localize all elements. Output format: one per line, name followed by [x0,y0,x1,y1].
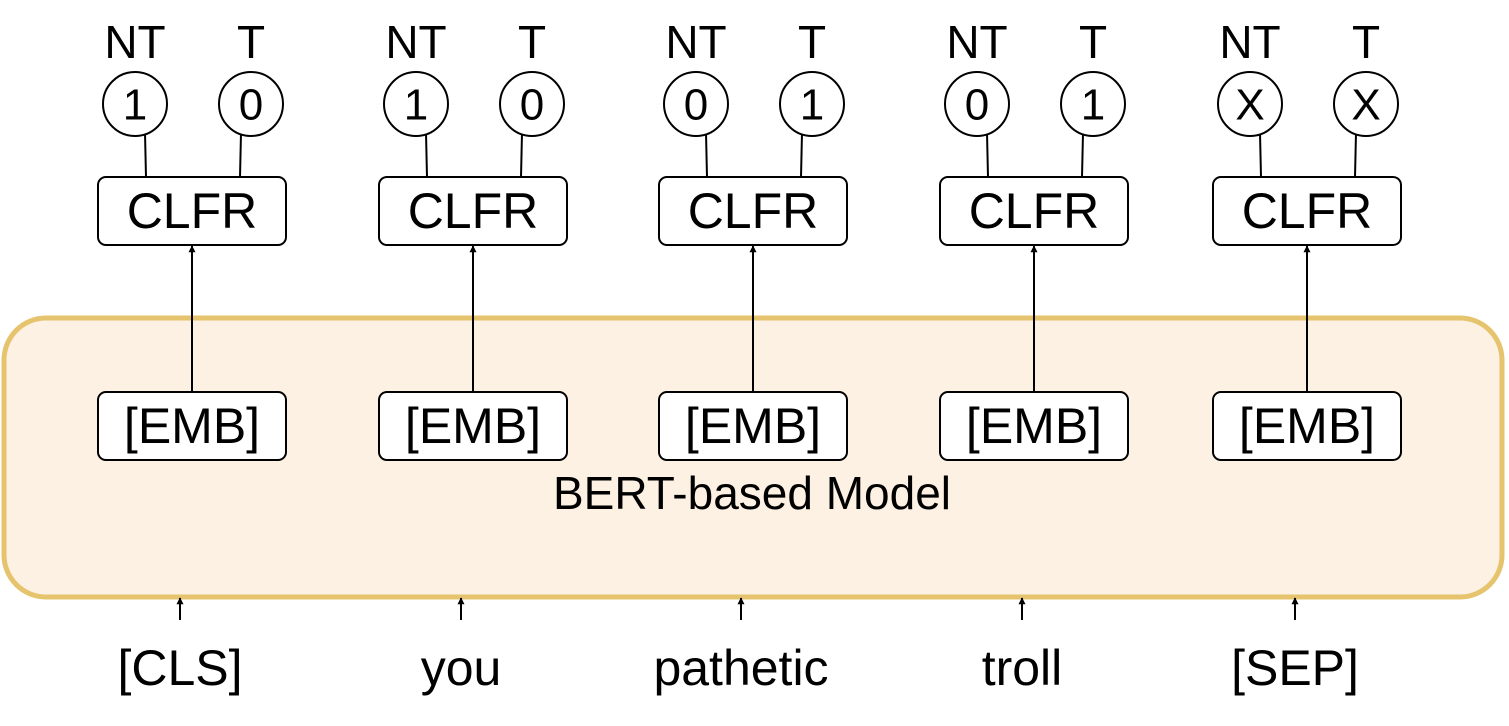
head-label-nt: NT [665,16,726,68]
head-label-nt: NT [104,16,165,68]
output-value: 1 [123,81,147,130]
model-label: BERT-based Model [553,467,951,519]
classifier-box [658,176,848,246]
output-circle [1060,71,1126,137]
classifier-to-output-line [800,132,803,178]
output-value: 1 [1081,81,1105,130]
output-value: 0 [965,81,989,130]
classifier-to-output-line [239,132,242,178]
output-circle [499,71,565,137]
input-token: you [421,640,502,696]
input-token: pathetic [653,640,828,696]
classifier-to-output-line [520,132,523,178]
output-circle [218,71,284,137]
classifier-label: CLFR [127,183,258,239]
output-circle [102,71,168,137]
classifier-to-output-line [1081,132,1084,178]
classifier-to-output-line [705,132,708,178]
head-label-t: T [518,16,546,68]
input-token: [SEP] [1231,640,1359,696]
head-label-nt: NT [1219,16,1280,68]
output-circle [944,71,1010,137]
classifier-label: CLFR [688,183,819,239]
embedding-label: [EMB] [966,398,1102,454]
input-token: troll [982,640,1063,696]
head-label-t: T [798,16,826,68]
token-columns: CLFR[EMB]1NT0T[CLS]CLFR[EMB]1NT0TyouCLFR… [97,16,1402,696]
head-label-nt: NT [946,16,1007,68]
head-label-t: T [1079,16,1107,68]
classifier-label: CLFR [969,183,1100,239]
head-label-nt: NT [385,16,446,68]
classifier-box [1212,176,1402,246]
classifier-label: CLFR [1242,183,1373,239]
output-circle [1217,71,1283,137]
output-circle [779,71,845,137]
output-circle [383,71,449,137]
classifier-to-output-line [986,132,989,178]
output-circle [1333,71,1399,137]
classifier-to-output-line [144,132,147,178]
output-value: 0 [239,81,263,130]
output-value: 0 [520,81,544,130]
output-value: 1 [404,81,428,130]
classifier-box [939,176,1129,246]
output-value: 1 [800,81,824,130]
classifier-label: CLFR [408,183,539,239]
embedding-label: [EMB] [405,398,541,454]
classifier-box [378,176,568,246]
column-0: CLFR [EMB] 1 NT 0 T [CLS] [97,16,287,696]
classifier-to-output-line [1259,132,1262,178]
head-label-t: T [237,16,265,68]
embedding-label: [EMB] [685,398,821,454]
embedding-label: [EMB] [124,398,260,454]
output-value: 0 [684,81,708,130]
head-label-t: T [1352,16,1380,68]
output-circle [663,71,729,137]
input-token: [CLS] [117,640,242,696]
embedding-label: [EMB] [1239,398,1375,454]
classifier-box [97,176,287,246]
output-value: X [1235,81,1264,130]
output-value: X [1351,81,1380,130]
classifier-to-output-line [425,132,428,178]
classifier-to-output-line [1354,132,1357,178]
